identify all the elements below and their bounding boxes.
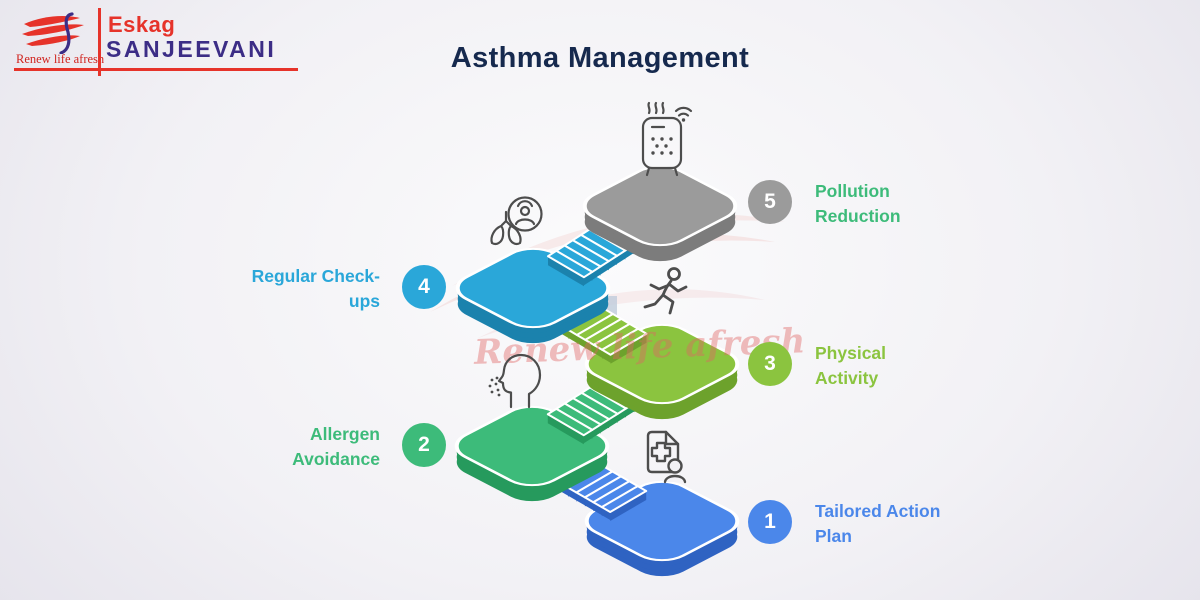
lungs-doctor-icon: [478, 192, 552, 256]
document-cross-person-icon: [632, 424, 692, 486]
step-label-regular-check-ups: Regular Check-ups: [251, 266, 380, 311]
step-badge-1: 1: [748, 500, 792, 544]
brand-name-top: Eskag: [108, 12, 176, 37]
logo-tagline: Renew life afresh: [16, 52, 105, 66]
step-badge-4: 4: [402, 265, 446, 309]
sneezing-head-icon: [486, 348, 548, 412]
logo-divider-horizontal: [14, 68, 298, 71]
logo-divider-vertical: [98, 8, 101, 76]
page-title: Asthma Management: [450, 42, 750, 74]
step-badge-2: 2: [402, 423, 446, 467]
brand-name-bottom: SANJEEVANI: [106, 36, 277, 62]
step-label-pollution-reduction: Pollution Reduction: [815, 181, 901, 226]
brand-logo: Renew life afresh Eskag SANJEEVANI: [12, 6, 312, 78]
wing-logo-icon: [22, 12, 84, 54]
air-purifier-icon: [618, 98, 700, 178]
step-label-allergen-avoidance: Allergen Avoidance: [292, 424, 380, 469]
step-label-tailored-action-plan: Tailored Action Plan: [815, 501, 941, 546]
step-badge-5: 5: [748, 180, 792, 224]
step-badge-3: 3: [748, 342, 792, 386]
runner-icon: [634, 264, 694, 320]
step-label-physical-activity: Physical Activity: [815, 343, 887, 388]
